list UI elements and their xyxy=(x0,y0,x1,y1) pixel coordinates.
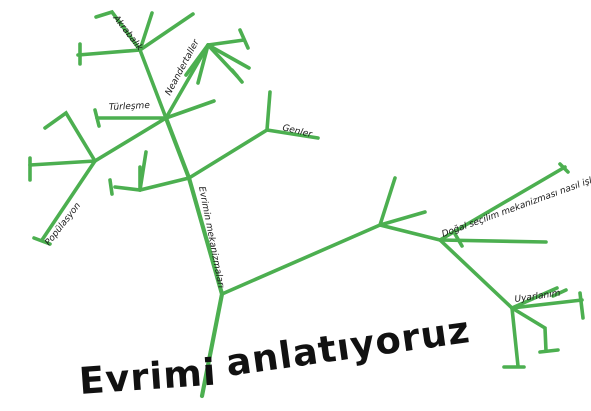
branch-genes-up xyxy=(265,90,272,132)
branch-end-cap xyxy=(108,178,114,196)
title-right: anlatıyoruz xyxy=(223,308,473,385)
branch-end-cap xyxy=(93,108,101,128)
label-dogal-secilim: Doğal seçilim mekanizması nasıl işler? xyxy=(441,171,591,240)
branch-speciation-2 xyxy=(164,99,216,120)
branch-right-main xyxy=(220,223,514,310)
branch-population-twig-1 xyxy=(28,159,97,167)
branch-neanderthal-twig-3 xyxy=(184,43,210,77)
branch-neanderthal-twig-1 xyxy=(206,43,251,70)
branch-adaptation-3-cap xyxy=(538,348,560,354)
label-evrim-mekanizmalari: Evrimin mekanizmaları xyxy=(196,186,226,290)
label-genler: Genler xyxy=(281,123,314,140)
branch-natural-selection-twig xyxy=(438,238,548,244)
branch-mechanisms-left xyxy=(113,176,191,192)
branch-adaptation-2-cap xyxy=(551,288,568,298)
branch-natural-selection xyxy=(438,165,567,242)
branch-population-cap xyxy=(32,236,52,246)
branch-adaptation-2 xyxy=(510,286,559,310)
branch-end-cap xyxy=(238,28,250,50)
branch-adaptation-4 xyxy=(510,306,520,368)
branch-kinship-twig xyxy=(138,11,154,52)
branch-adaptation-3 xyxy=(510,306,548,353)
branch-kinship-twig-2 xyxy=(138,12,195,52)
label-akrabalik: Akrabalık xyxy=(110,13,145,54)
title-left: Evrimi xyxy=(78,350,218,402)
branch-adaptation-1-cap xyxy=(578,291,585,320)
branch-kinship-up xyxy=(94,9,142,52)
branch-adaptation-1 xyxy=(510,298,584,310)
branch-neanderthal-twig-4 xyxy=(196,43,210,85)
branch-fork-twig xyxy=(378,210,427,227)
branch-fork-upper xyxy=(378,176,397,227)
branch-end-cap xyxy=(558,162,570,174)
tree-trunk xyxy=(163,115,225,399)
branch-population-twig-2 xyxy=(43,110,97,163)
branch-end-cap xyxy=(230,68,244,84)
branch-selection-arrow xyxy=(453,232,464,248)
label-turlesme: Türleşme xyxy=(109,101,151,113)
